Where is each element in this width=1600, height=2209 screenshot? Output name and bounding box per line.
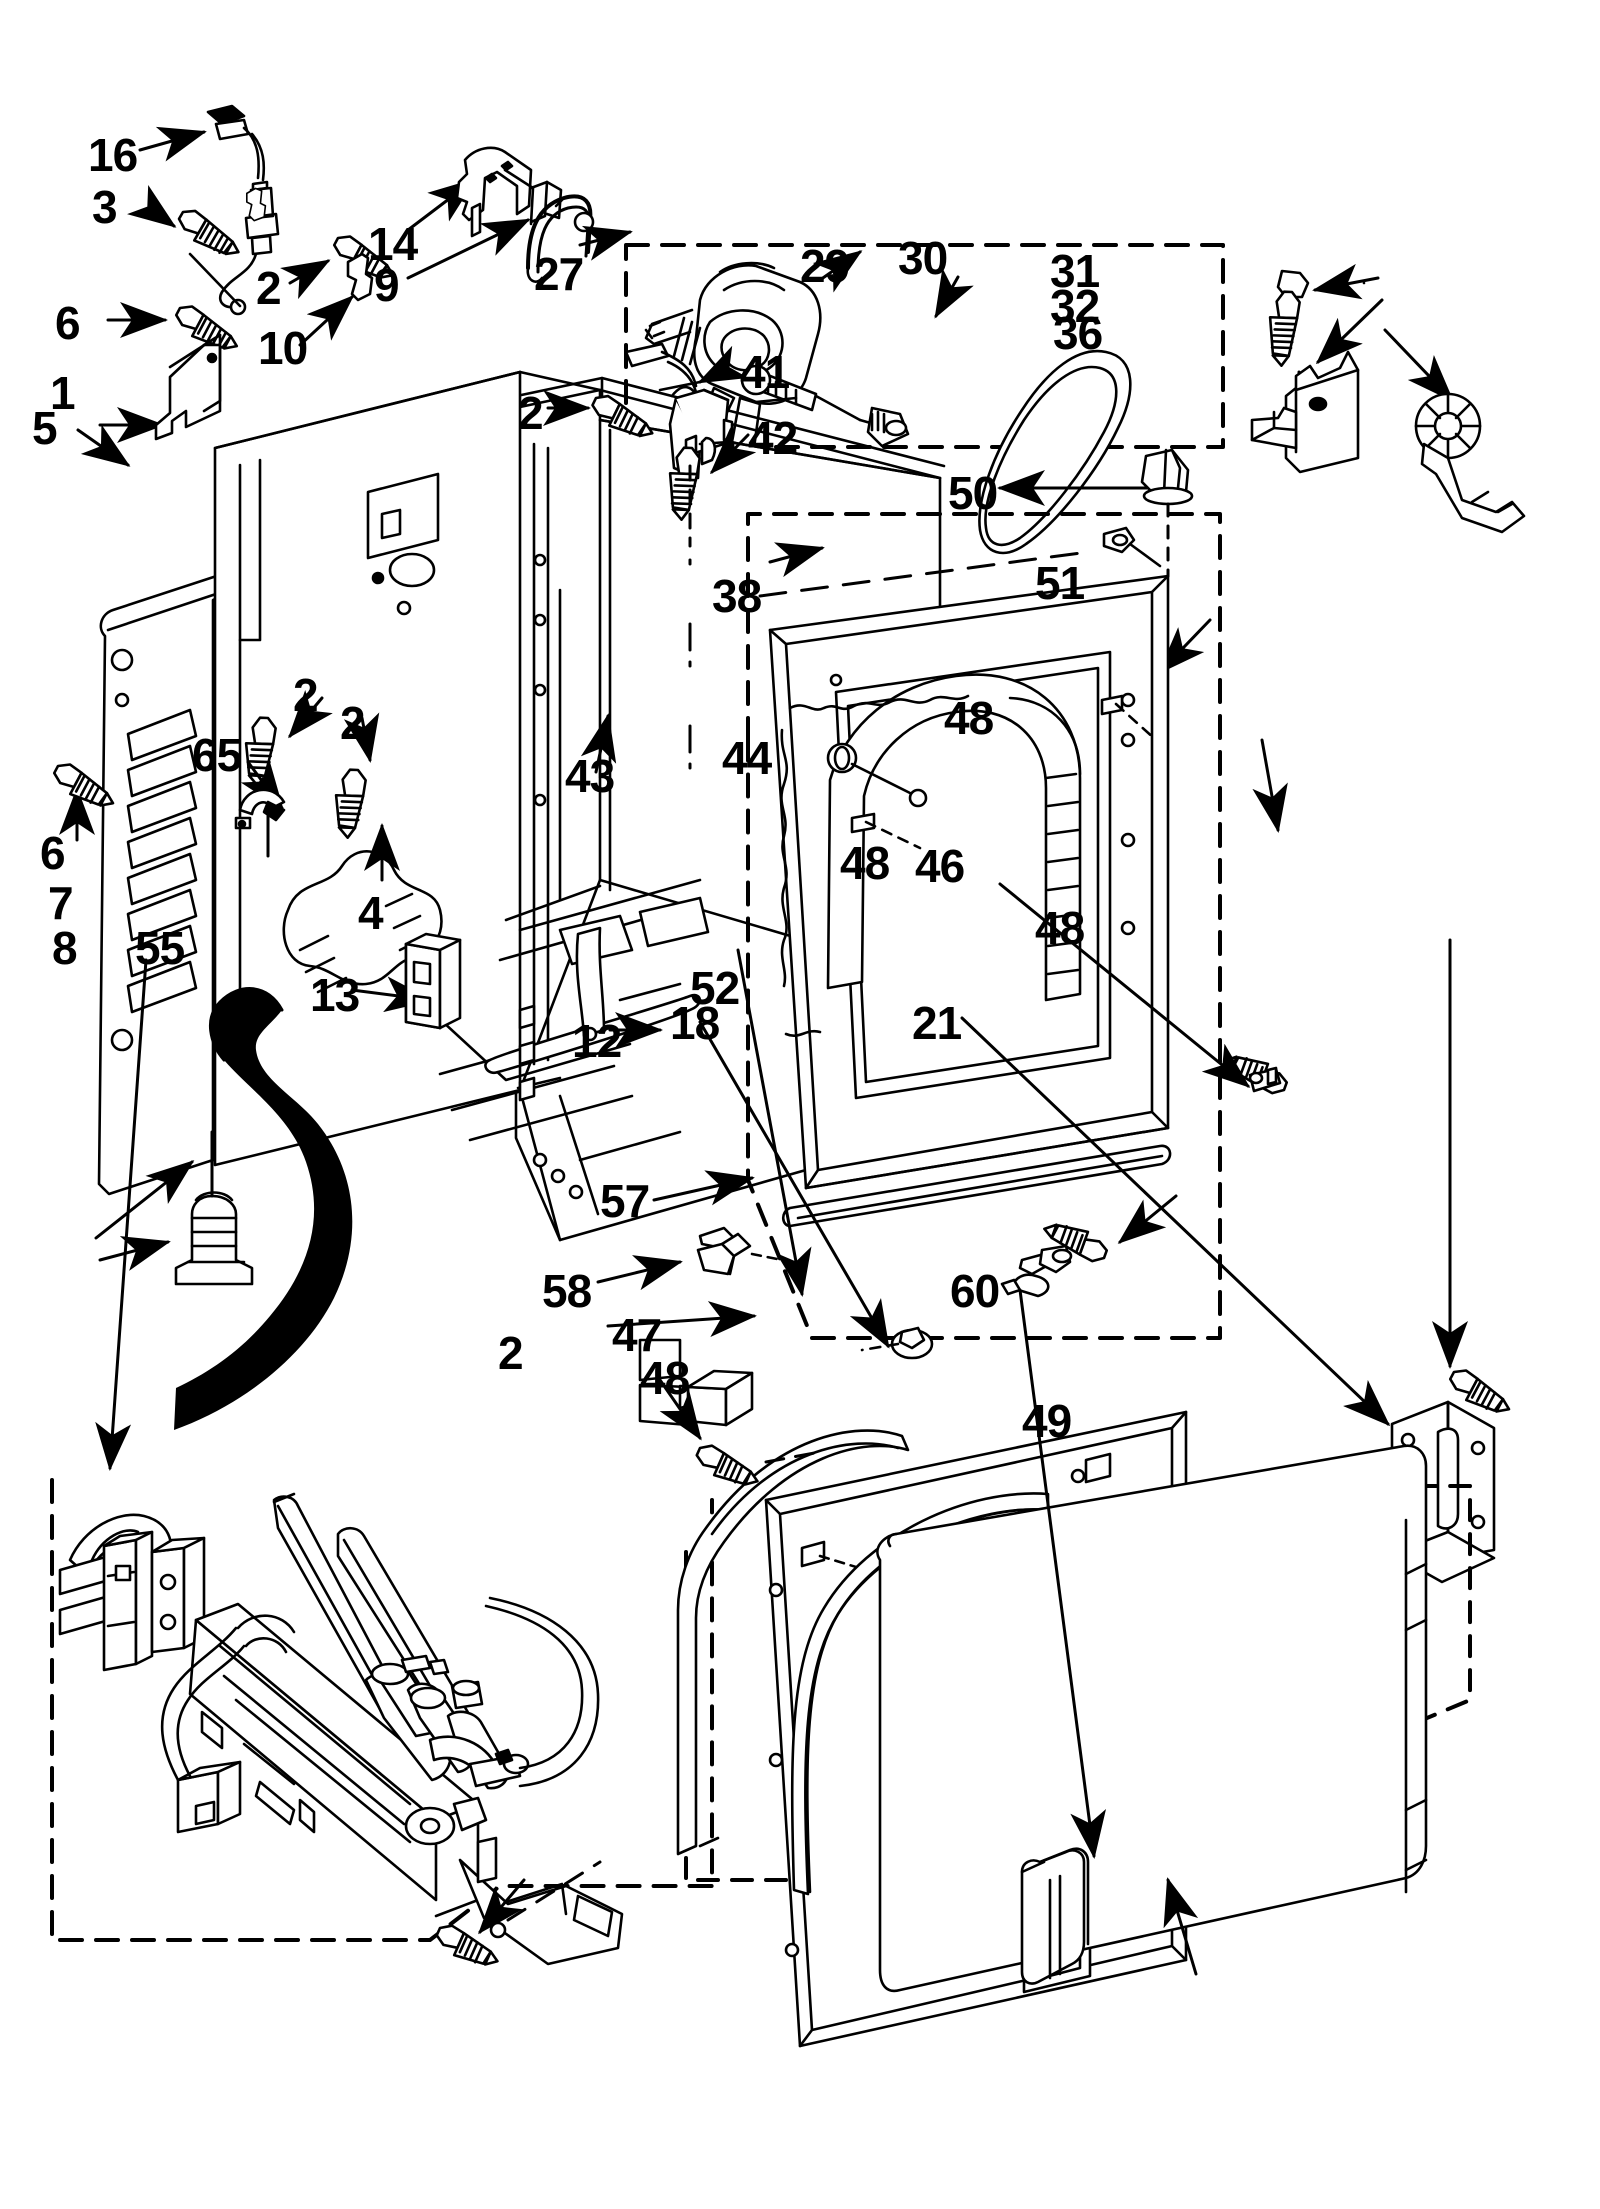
wire-clamp-65 (234, 760, 286, 830)
callout-9: 9 (374, 259, 400, 311)
callout-2-lower: 2 (293, 669, 319, 721)
clip-38 (758, 526, 1162, 598)
screw-2-lower2 (334, 712, 380, 839)
callout-42: 42 (748, 412, 798, 464)
callout-6-top: 6 (55, 297, 81, 349)
callout-43: 43 (565, 750, 615, 802)
callout-50: 50 (948, 467, 998, 519)
screw-6-top (106, 302, 239, 350)
callout-48-center: 48 (840, 837, 890, 889)
plug-button-18 (698, 1020, 934, 1360)
callout-48-hinge: 48 (1035, 902, 1085, 954)
bracket-32 (1250, 298, 1384, 474)
nameplate-13 (350, 932, 462, 1030)
screw-2-burner (435, 1860, 602, 1966)
idler-pulley-36 (1383, 328, 1526, 534)
catch-46 (998, 882, 1282, 1093)
callout-57: 57 (600, 1175, 650, 1227)
callout-leader-16 (138, 126, 207, 162)
callout-7: 7 (48, 877, 74, 929)
screw-6-lower (52, 763, 115, 842)
callout-1: 1 (50, 367, 76, 419)
burner-assembly-55 (58, 1492, 624, 1966)
callout-55: 55 (135, 922, 185, 974)
callout-32: 32 (1050, 280, 1100, 332)
callout-44: 44 (722, 732, 772, 784)
callout-6-lower: 6 (40, 827, 66, 879)
callout-58: 58 (542, 1265, 592, 1317)
callout-48-door: 48 (640, 1352, 690, 1404)
callout-41: 41 (740, 346, 790, 398)
callout-29: 29 (800, 240, 850, 292)
callout-2-lower2: 2 (340, 697, 366, 749)
callout-14: 14 (368, 218, 418, 270)
callout-3: 3 (92, 181, 118, 233)
callout-leader-31 (1312, 263, 1380, 300)
callout-31: 31 (1050, 245, 1100, 297)
door-group-dashed-box-right (1038, 1484, 1472, 1882)
callout-52: 52 (690, 962, 740, 1014)
catch-58 (596, 1226, 794, 1291)
leader-49-arrow (1163, 1877, 1199, 1976)
side-panel-5 (76, 424, 131, 467)
flexible-vent-duct (174, 987, 353, 1430)
front-panel-51 (580, 574, 1172, 1228)
burner-group-dashed-box (50, 1478, 714, 1942)
callout-12: 12 (572, 1015, 622, 1067)
motor-clamp-nut-29 (812, 250, 910, 448)
callout-21: 21 (912, 997, 962, 1049)
bracket-1 (98, 333, 222, 443)
screw-3 (127, 184, 240, 256)
callout-5: 5 (32, 402, 58, 454)
callout-49: 49 (1022, 1395, 1072, 1447)
callout-16: 16 (88, 129, 138, 181)
callout-51: 51 (1035, 557, 1085, 609)
bracket-14 (406, 146, 563, 238)
callout-leader-27 (578, 225, 633, 261)
screw-48-hinge (1432, 938, 1511, 1413)
callout-48-right: 48 (944, 692, 994, 744)
leveling-foot-8 (98, 1130, 254, 1286)
callout-2-burner: 2 (498, 1327, 524, 1379)
callout-leader-55 (95, 958, 148, 1471)
callout-47: 47 (612, 1309, 662, 1361)
callout-18: 18 (670, 997, 720, 1049)
thermal-fuse-harness (188, 104, 280, 316)
motor-group-dashed-box (624, 243, 1225, 449)
callout-27: 27 (534, 248, 584, 300)
callout-38: 38 (712, 570, 762, 622)
clip-10 (245, 187, 374, 347)
callout-60: 60 (950, 1265, 1000, 1317)
callout-65: 65 (192, 729, 242, 781)
callout-leader-60 (1018, 1288, 1107, 1859)
screw-48-door (658, 1378, 822, 1486)
screw-48-center (1043, 1194, 1178, 1263)
callout-13: 13 (310, 969, 360, 1021)
callout-leader-7 (94, 1160, 195, 1240)
screw-2-mid (543, 390, 654, 438)
callout-2-mid: 2 (518, 387, 544, 439)
push-clip-50 (997, 448, 1194, 578)
screw-42 (668, 427, 757, 802)
callout-2-top: 2 (256, 262, 282, 314)
callout-36: 36 (1053, 307, 1103, 359)
callout-10: 10 (258, 322, 308, 374)
door-outer-49 (876, 1444, 1428, 1993)
callout-8: 8 (52, 922, 78, 974)
door-strike-52 (736, 948, 1073, 1298)
callout-30: 30 (898, 232, 948, 284)
callout-46: 46 (915, 840, 965, 892)
callout-4: 4 (358, 887, 384, 939)
